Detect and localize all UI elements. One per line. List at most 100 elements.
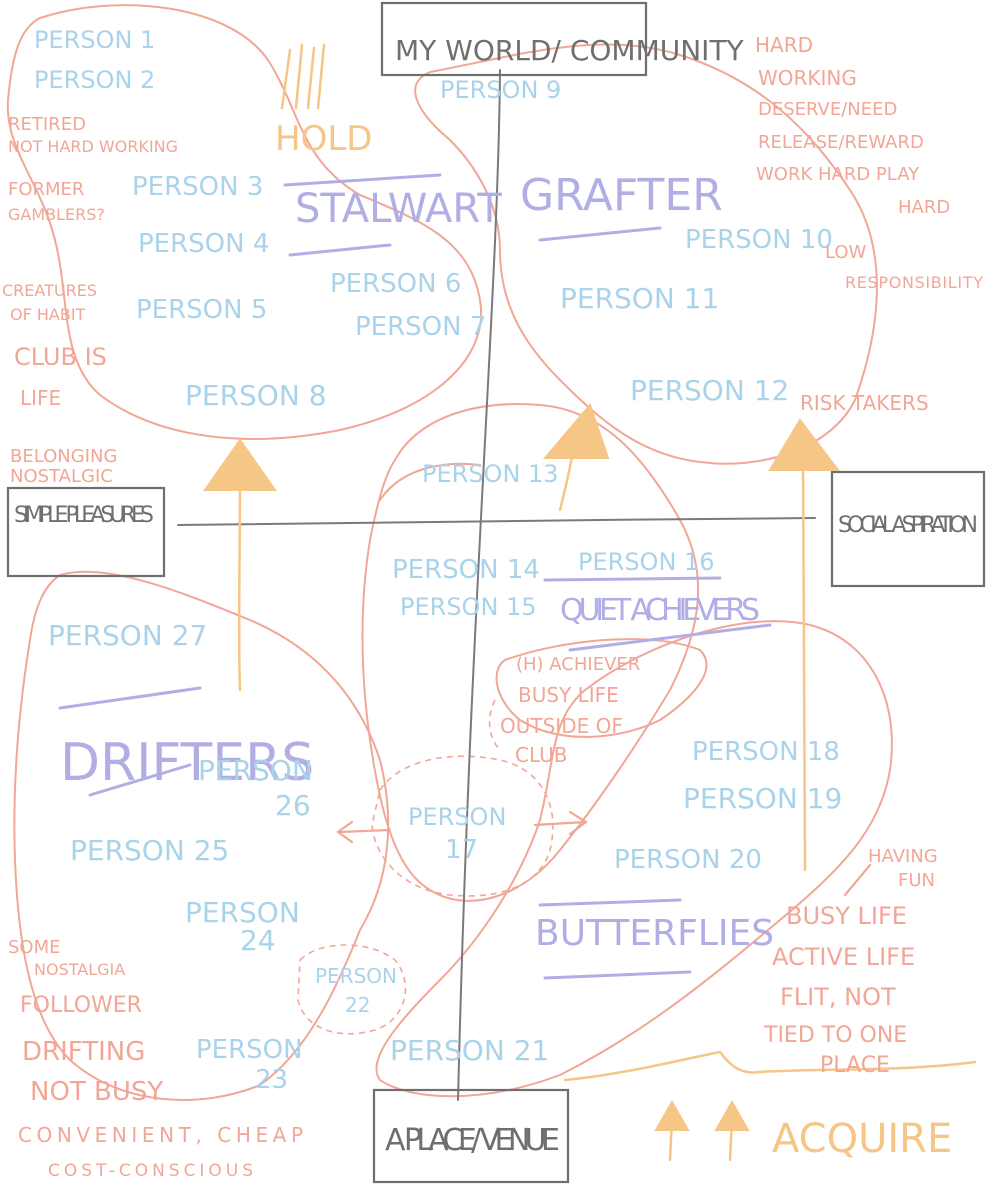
person-4: PERSON 4 bbox=[138, 229, 269, 259]
note-retired: RETIRED bbox=[8, 114, 86, 135]
note-place: PLACE bbox=[820, 1053, 890, 1078]
person-25: PERSON 25 bbox=[70, 834, 229, 867]
note-not-busy: NOT BUSY bbox=[30, 1077, 163, 1107]
note-low: LOW bbox=[825, 242, 867, 263]
right-axis-box bbox=[830, 470, 986, 588]
note-nostalgic: NOSTALGIC bbox=[10, 466, 113, 487]
person-10: PERSON 10 bbox=[685, 225, 833, 255]
note-hard: HARD bbox=[755, 33, 813, 57]
drifters-underline-bottom bbox=[88, 763, 192, 797]
note-cost-conscious: COST-CONSCIOUS bbox=[48, 1161, 253, 1181]
person-20: PERSON 20 bbox=[614, 845, 762, 875]
quiet-blob-inner bbox=[379, 462, 481, 501]
butterflies-blob bbox=[375, 620, 893, 1098]
acquire-label: ACQUIRE bbox=[772, 1116, 952, 1162]
note-fun: FUN bbox=[898, 870, 935, 891]
segment-quiet-achievers: QUIET ACHIEVERS bbox=[560, 593, 760, 628]
segment-grafter: GRAFTER bbox=[520, 170, 723, 221]
pink-arrow-right bbox=[533, 810, 588, 836]
note-life: LIFE bbox=[20, 386, 61, 410]
person-1: PERSON 1 bbox=[34, 26, 155, 54]
person-27: PERSON 27 bbox=[48, 619, 207, 652]
person-24-number: 24 bbox=[240, 924, 276, 957]
note-not-hard-working: NOT HARD WORKING bbox=[8, 137, 178, 156]
note-outside-of: OUTSIDE OF bbox=[500, 714, 623, 738]
acquire-arrow-2-head-icon bbox=[714, 1099, 750, 1131]
person-5: PERSON 5 bbox=[136, 295, 267, 325]
segment-drifters: DRIFTERS bbox=[60, 733, 314, 793]
note-risk-takers: RISK TAKERS bbox=[800, 391, 929, 415]
person-9: PERSON 9 bbox=[440, 76, 561, 104]
top-axis-box bbox=[380, 1, 648, 77]
note-busy-life: BUSY LIFE bbox=[786, 902, 907, 930]
note-former: FORMER bbox=[8, 179, 84, 200]
stalwart-blob bbox=[6, 4, 483, 440]
acquire-arrow-1-head-icon bbox=[654, 1099, 690, 1131]
left-axis-box bbox=[6, 486, 166, 578]
bottom-axis-box bbox=[372, 1088, 570, 1184]
person-14: PERSON 14 bbox=[392, 555, 540, 585]
note-active-life: ACTIVE LIFE bbox=[772, 943, 915, 971]
drifters-blob bbox=[13, 570, 390, 1101]
note-working: WORKING bbox=[758, 66, 857, 90]
arrow-right-head-icon bbox=[768, 418, 841, 471]
note-nostalgia: NOSTALGIA bbox=[34, 960, 125, 979]
note-some: SOME bbox=[8, 937, 61, 958]
butterflies-underline-bottom bbox=[543, 970, 692, 980]
arrow-right-shaft bbox=[801, 448, 807, 872]
person-17-number: 17 bbox=[445, 835, 478, 865]
segment-butterflies: BUTTERFLIES bbox=[535, 913, 774, 954]
note-convenient-cheap: CONVENIENT, CHEAP bbox=[18, 1123, 303, 1147]
note-busy-life-q: BUSY LIFE bbox=[518, 683, 619, 707]
person-16: PERSON 16 bbox=[578, 548, 715, 576]
note-flit-not: FLIT, NOT bbox=[780, 983, 896, 1011]
note-club: CLUB bbox=[515, 743, 567, 767]
hold-icon-bars bbox=[280, 43, 326, 110]
quiet-dashed-arc bbox=[488, 699, 501, 751]
arrow-left-head-icon bbox=[203, 438, 277, 491]
person-17-name: PERSON bbox=[408, 803, 506, 831]
pink-arrow-left bbox=[336, 820, 392, 844]
note-having: HAVING bbox=[868, 846, 938, 867]
hold-label: HOLD bbox=[275, 119, 372, 159]
axis-left-label: SIMPLE PLEASURES bbox=[14, 503, 154, 528]
person-11: PERSON 11 bbox=[560, 282, 719, 315]
butterflies-note-tick bbox=[843, 863, 872, 897]
note-gamblers: GAMBLERS? bbox=[8, 205, 105, 224]
note-of-habit: OF HABIT bbox=[10, 305, 86, 324]
person-26-name: PERSON bbox=[198, 754, 313, 787]
arrow-left-shaft bbox=[237, 468, 242, 692]
note-responsibility: RESPONSIBILITY bbox=[845, 273, 983, 292]
note-drifting: DRIFTING bbox=[22, 1037, 145, 1067]
quiet-achiever-inner bbox=[495, 638, 708, 738]
person-3: PERSON 3 bbox=[132, 172, 263, 202]
note-creatures: CREATURES bbox=[2, 281, 97, 300]
note-deserve-need: DESERVE/NEED bbox=[758, 99, 897, 120]
note-club-is: CLUB IS bbox=[14, 343, 107, 371]
bottom-orange-line bbox=[563, 1050, 977, 1082]
segment-stalwart: STALWART bbox=[295, 186, 502, 232]
drifters-underline-top bbox=[58, 686, 202, 710]
person-21: PERSON 21 bbox=[390, 1034, 549, 1067]
note-work-hard-play: WORK HARD PLAY bbox=[756, 164, 920, 185]
axis-top-label: MY WORLD/ COMMUNITY bbox=[395, 34, 745, 67]
note-follower: FOLLOWER bbox=[20, 993, 142, 1018]
person-12: PERSON 12 bbox=[630, 374, 789, 407]
butterflies-underline-top bbox=[538, 898, 682, 907]
axis-bottom-label: A PLACE/ VENUE bbox=[385, 1123, 560, 1158]
person-26-number: 26 bbox=[275, 789, 311, 822]
vertical-axis bbox=[457, 69, 501, 1101]
note-hard-2: HARD bbox=[898, 197, 950, 218]
axis-right-label: SOCIAL ASPIRATION bbox=[838, 513, 978, 538]
note-release-reward: RELEASE/REWARD bbox=[758, 132, 924, 153]
grafter-blob bbox=[414, 43, 878, 465]
stalwart-underline-top bbox=[283, 173, 442, 187]
person-7: PERSON 7 bbox=[355, 312, 486, 342]
note-belonging: BELONGING bbox=[10, 446, 117, 467]
person22-dashed-circle bbox=[297, 944, 407, 1035]
person-2: PERSON 2 bbox=[34, 66, 155, 94]
person-23-name: PERSON bbox=[196, 1035, 303, 1065]
person-6: PERSON 6 bbox=[330, 269, 461, 299]
